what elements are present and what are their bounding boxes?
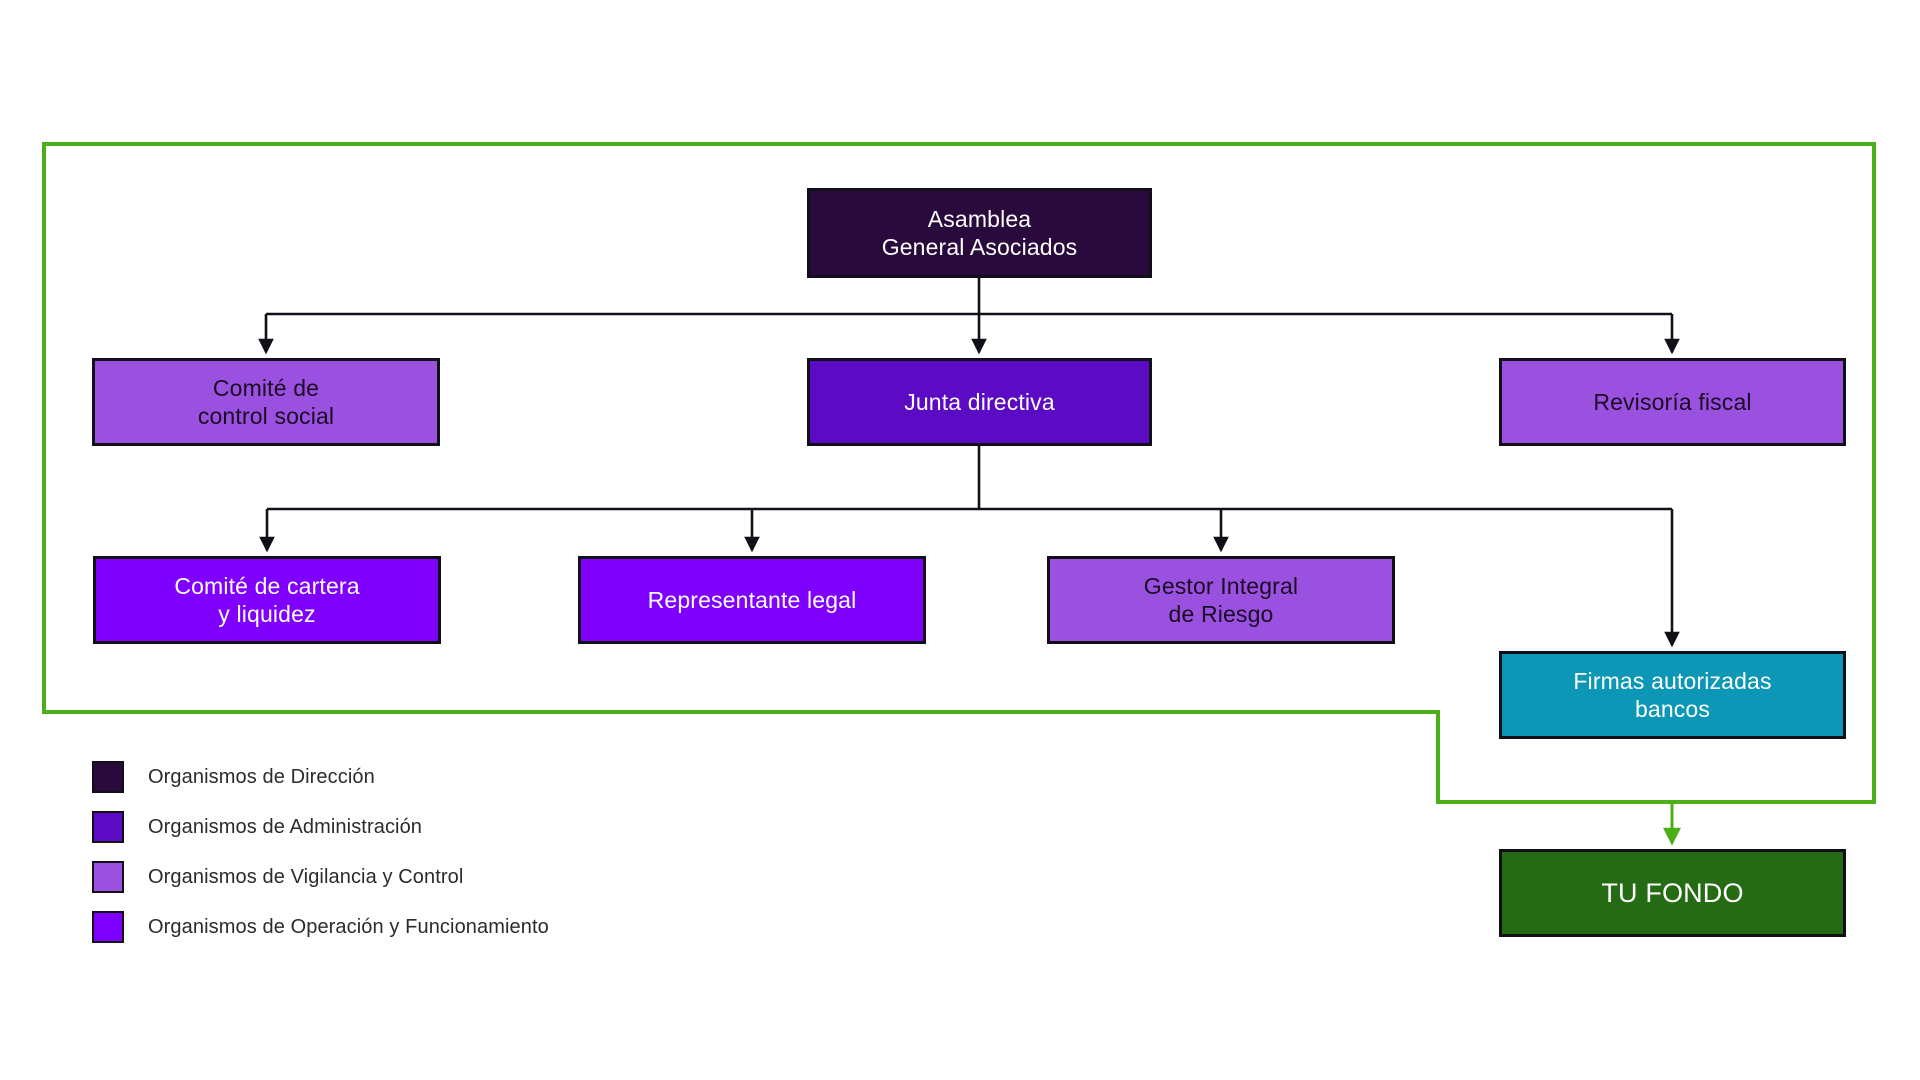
legend-label: Organismos de Vigilancia y Control [148,865,464,888]
node-revisoria-fiscal[interactable]: Revisoría fiscal [1499,358,1846,446]
legend-label: Organismos de Administración [148,815,423,838]
node-label: Junta directiva [904,388,1055,415]
legend-swatch-administracion [92,811,124,843]
legend-swatch-operacion [92,911,124,943]
node-comite-de-cartera-y-liquidez[interactable]: Comité de cartera y liquidez [93,556,441,644]
node-gestor-integral-de-riesgo[interactable]: Gestor Integral de Riesgo [1047,556,1395,644]
node-label: Representante legal [647,586,857,613]
node-label: Comité de control social [197,374,335,429]
node-comite-de-control-social[interactable]: Comité de control social [92,358,440,446]
node-representante-legal[interactable]: Representante legal [578,556,926,644]
node-label: Comité de cartera y liquidez [174,572,360,627]
node-label: TU FONDO [1601,877,1744,908]
legend-swatch-direccion [92,761,124,793]
node-label: Gestor Integral de Riesgo [1143,572,1299,627]
node-label: Revisoría fiscal [1593,388,1752,415]
node-firmas-autorizadas-bancos[interactable]: Firmas autorizadas bancos [1499,651,1846,739]
legend-swatch-vigilancia [92,861,124,893]
legend-label: Organismos de Operación y Funcionamiento [148,915,549,938]
node-tu-fondo[interactable]: TU FONDO [1499,849,1846,937]
legend-item-administracion: Organismos de Administración [92,802,712,852]
legend-item-direccion: Organismos de Dirección [92,752,712,802]
legend: Organismos de Dirección Organismos de Ad… [92,752,712,952]
node-asamblea-general-asociados[interactable]: Asamblea General Asociados [807,188,1152,278]
legend-label: Organismos de Dirección [148,765,375,788]
legend-item-vigilancia-y-control: Organismos de Vigilancia y Control [92,852,712,902]
node-junta-directiva[interactable]: Junta directiva [807,358,1152,446]
node-label: Firmas autorizadas bancos [1573,667,1772,722]
legend-item-operacion-y-funcionamiento: Organismos de Operación y Funcionamiento [92,902,712,952]
node-label: Asamblea General Asociados [881,205,1078,260]
